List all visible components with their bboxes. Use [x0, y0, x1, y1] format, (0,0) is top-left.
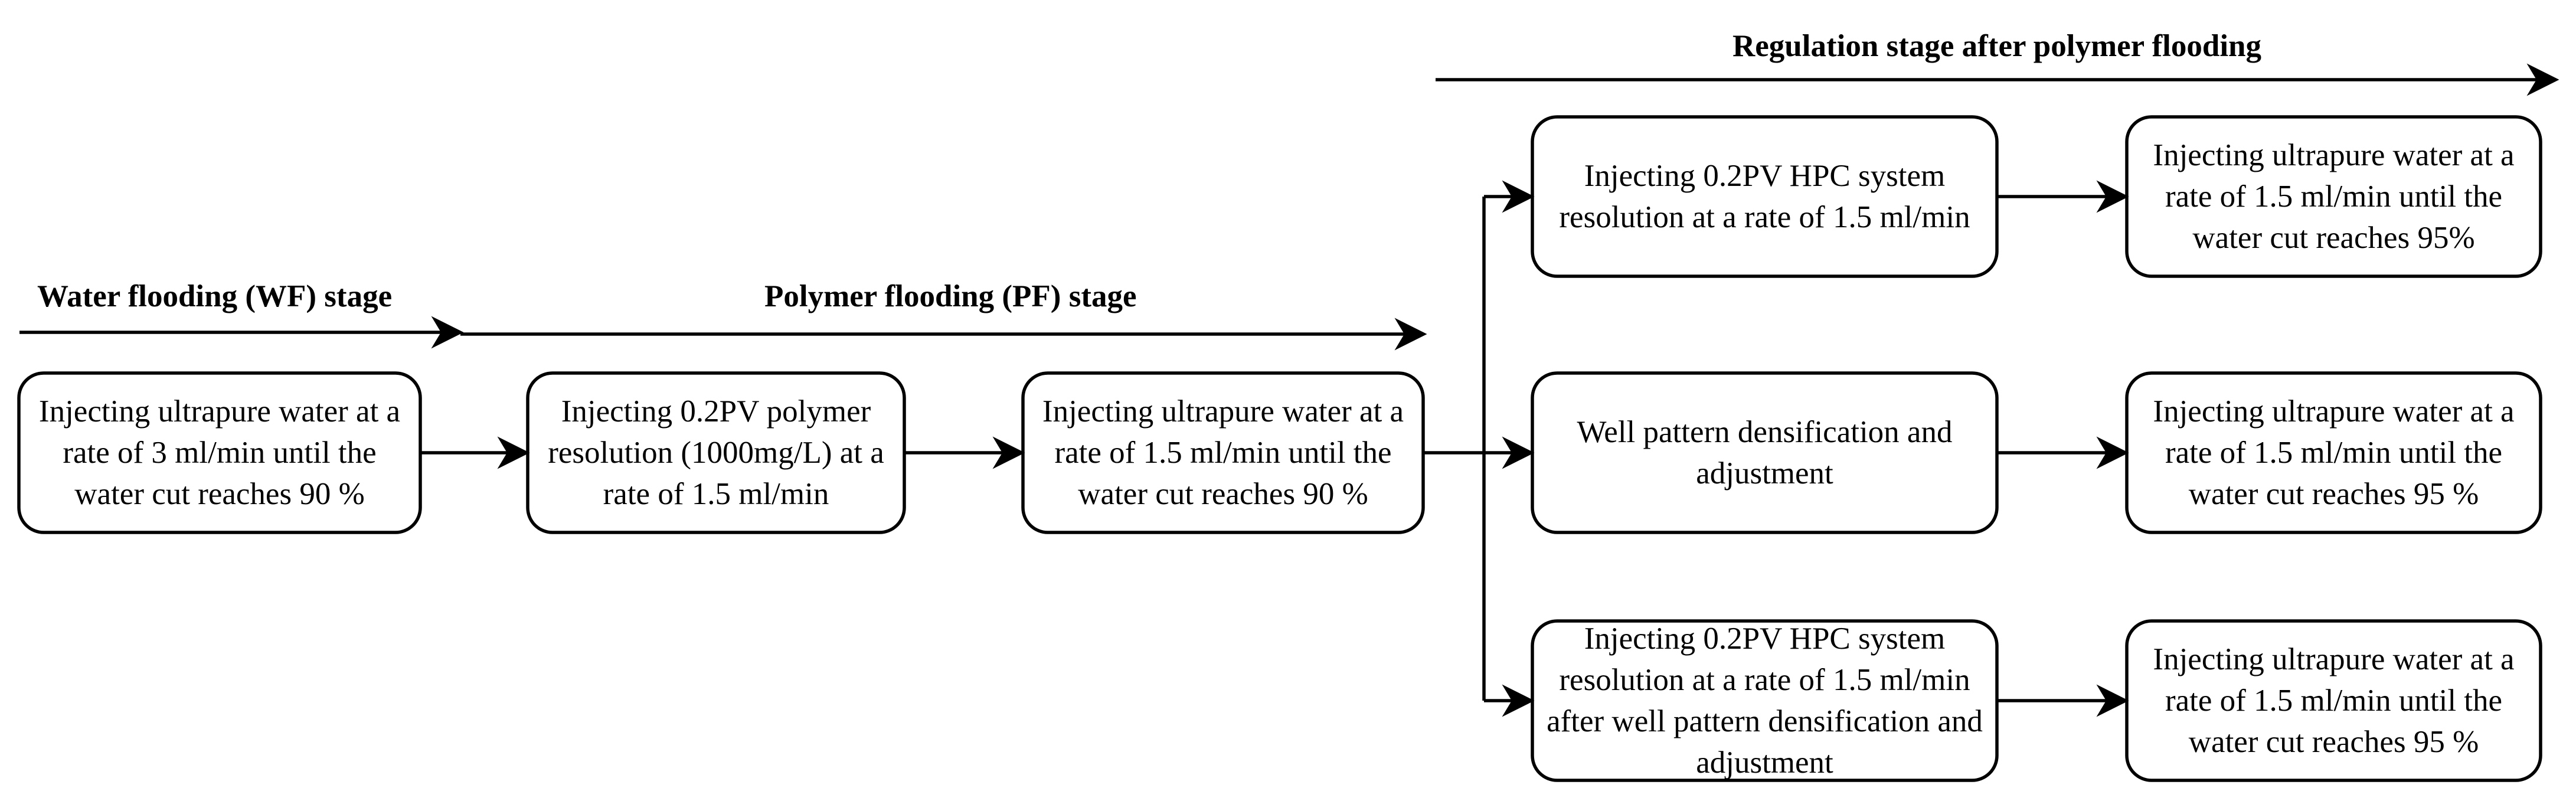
hpc-text: Injecting 0.2PV HPC system resolution at…: [1559, 159, 1970, 234]
hpc-well-text: Injecting 0.2PV HPC system resolution at…: [1547, 622, 1983, 780]
wf-stage-label: Water flooding (WF) stage: [37, 279, 393, 313]
hpc-well-water-text: Injecting ultrapure water at a rate of 1…: [2153, 642, 2515, 759]
regulation-stage-label: Regulation stage after polymer flooding: [1732, 29, 2262, 63]
pf-water-text: Injecting ultrapure water at a rate of 1…: [1042, 394, 1404, 511]
pf-stage-label: Polymer flooding (PF) stage: [764, 279, 1137, 313]
wf-water-text: Injecting ultrapure water at a rate of 3…: [38, 394, 401, 511]
well-text: Well pattern densification and adjustmen…: [1577, 415, 1953, 491]
hpc-water-text: Injecting ultrapure water at a rate of 1…: [2153, 138, 2515, 255]
pf-polymer-text: Injecting 0.2PV polymer resolution (1000…: [548, 394, 884, 511]
well-water-text: Injecting ultrapure water at a rate of 1…: [2153, 394, 2515, 511]
